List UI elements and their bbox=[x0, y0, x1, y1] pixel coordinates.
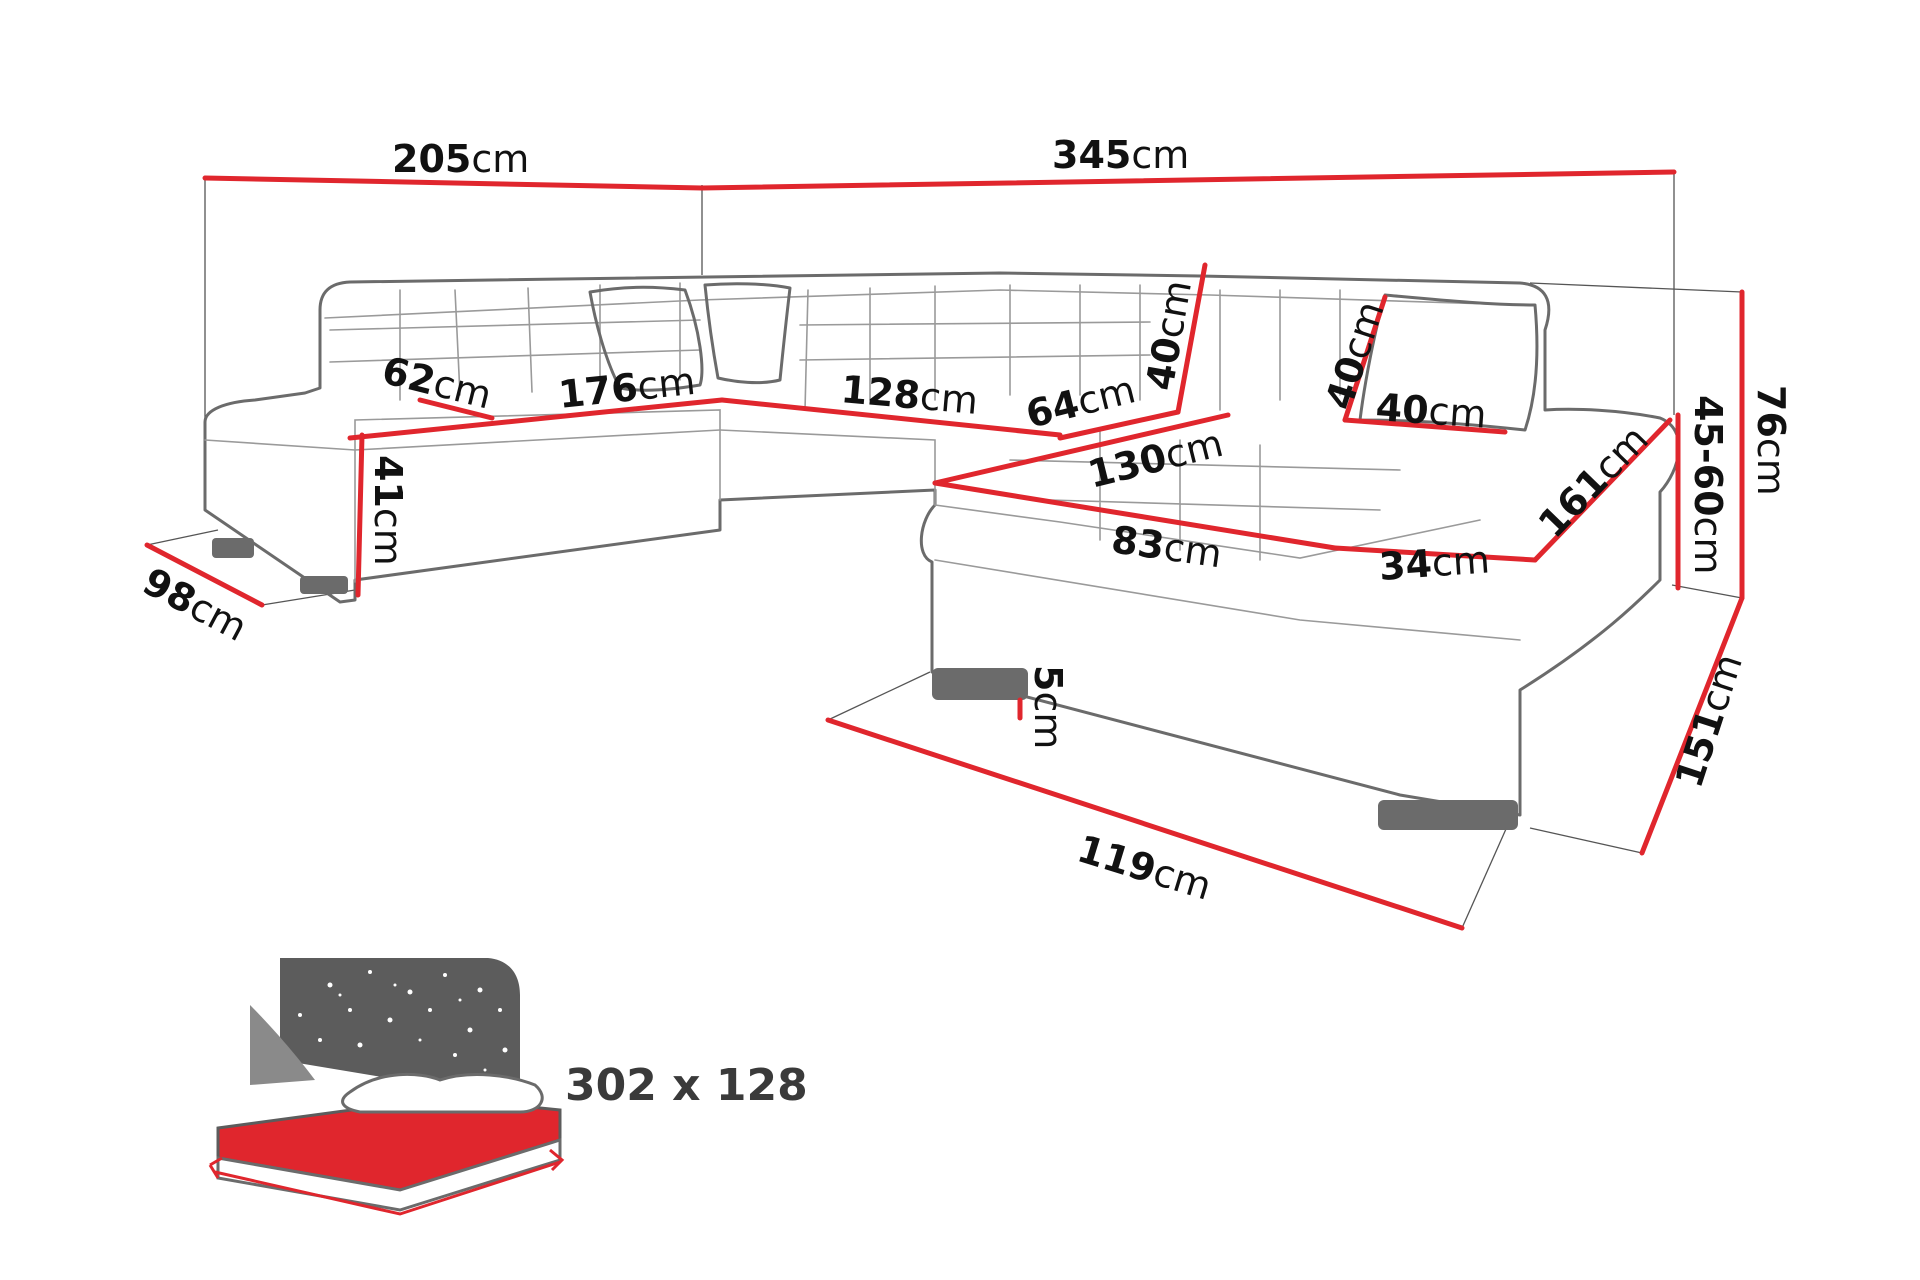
dim-line-345 bbox=[699, 169, 1677, 191]
label-45-60: 45-60cm bbox=[1686, 395, 1730, 574]
dim-line-62 bbox=[417, 397, 495, 421]
label-34: 34cm bbox=[1378, 537, 1492, 589]
label-5: 5cm bbox=[1026, 665, 1070, 749]
dim-line-41 bbox=[355, 432, 365, 598]
label-345: 345cm bbox=[1052, 133, 1189, 177]
dim-line-128 bbox=[719, 397, 1063, 438]
dimension-lines bbox=[144, 169, 1745, 931]
label-83: 83cm bbox=[1109, 517, 1225, 576]
leg-icon bbox=[300, 576, 348, 594]
label-76: 76cm bbox=[1749, 385, 1793, 496]
leg-icon bbox=[932, 668, 1028, 700]
dim-line-205 bbox=[202, 175, 705, 191]
left-seat-outline bbox=[203, 271, 1681, 817]
dim-line-130 bbox=[932, 412, 1231, 486]
dim-line-40-pillow-w bbox=[1342, 417, 1508, 435]
label-176: 176cm bbox=[556, 359, 697, 417]
dim-line-40-pillow-h bbox=[1342, 294, 1388, 423]
dim-line-119 bbox=[825, 717, 1465, 931]
dim-line-64 bbox=[1057, 409, 1181, 441]
dimension-labels: 205cm 345cm 62cm 176cm 128cm 64cm 40cm 1… bbox=[136, 133, 1793, 909]
dim-line-40-back bbox=[1175, 262, 1208, 415]
dim-line-151 bbox=[1639, 595, 1745, 856]
bed-sleeping-area-icon bbox=[208, 958, 565, 1216]
pillow-right bbox=[1358, 293, 1539, 432]
label-41: 41cm bbox=[366, 455, 410, 566]
dim-line-98 bbox=[144, 542, 265, 608]
label-128: 128cm bbox=[839, 367, 980, 423]
label-151: 151cm bbox=[1667, 649, 1751, 793]
label-205: 205cm bbox=[392, 137, 529, 181]
label-161: 161cm bbox=[1530, 417, 1657, 546]
bed-size-label: 302 x 128 bbox=[565, 1060, 808, 1111]
label-40-pillow-w: 40cm bbox=[1374, 385, 1488, 437]
dim-line-34 bbox=[1332, 545, 1538, 563]
pillow-left bbox=[588, 285, 704, 392]
leg-icon bbox=[212, 538, 254, 558]
sofa-outline bbox=[203, 271, 1681, 830]
dim-line-176 bbox=[347, 397, 725, 441]
leg-icon bbox=[1378, 800, 1518, 830]
pillow-left-2 bbox=[703, 282, 792, 385]
dim-line-161 bbox=[1532, 417, 1673, 563]
dim-line-83 bbox=[932, 480, 1338, 551]
label-40-back: 40cm bbox=[1138, 277, 1201, 394]
